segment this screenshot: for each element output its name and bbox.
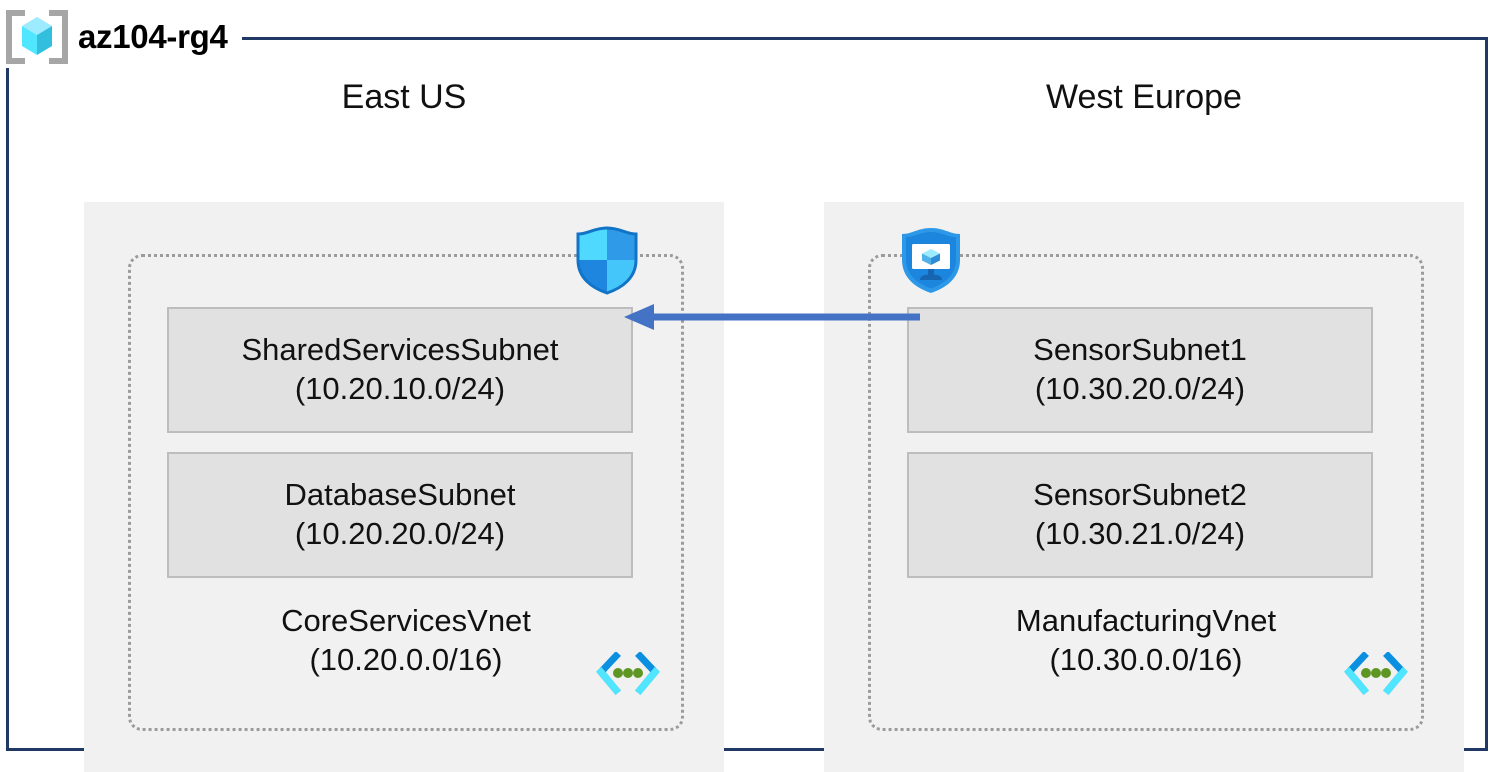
region-west-europe: West Europe SensorSubnet1 (10.30.20.0/24… — [824, 78, 1464, 772]
subnet-sensorsubnet1[interactable]: SensorSubnet1 (10.30.20.0/24) — [907, 307, 1373, 433]
region-label: West Europe — [1046, 78, 1242, 116]
vnet-cidr: (10.20.0.0/16) — [309, 641, 503, 677]
application-security-group-shield-icon — [902, 228, 960, 293]
subnet-cidr: (10.20.20.0/24) — [294, 516, 506, 551]
region-east-us: East US SharedServicesSubnet (10.20.10.0… — [84, 78, 724, 772]
network-security-group-shield-icon — [576, 226, 638, 295]
vnet-caption: ManufacturingVnet (10.30.0.0/16) — [871, 602, 1421, 680]
left-arrow-connector — [624, 304, 920, 330]
subnet-databasesubnet[interactable]: DatabaseSubnet (10.20.20.0/24) — [167, 452, 633, 578]
subnet-sensorsubnet2[interactable]: SensorSubnet2 (10.30.21.0/24) — [907, 452, 1373, 578]
vnet-peering-icon — [1344, 652, 1408, 695]
bracket-right-decoration — [49, 10, 68, 64]
subnet-cidr: (10.30.20.0/24) — [1034, 371, 1246, 406]
resource-group-frame — [6, 37, 1488, 751]
subnet-name: SharedServicesSubnet — [241, 332, 559, 368]
subnet-sharedservicessubnet[interactable]: SharedServicesSubnet (10.20.10.0/24) — [167, 307, 633, 433]
vnet-peering-icon — [596, 652, 660, 695]
page-title: az104-rg4 — [78, 18, 228, 55]
subnet-name: DatabaseSubnet — [284, 477, 516, 513]
resource-group-cube-icon — [6, 8, 68, 66]
vnet-manufacturingvnet[interactable]: SensorSubnet1 (10.30.20.0/24) SensorSubn… — [868, 254, 1424, 731]
subnet-name: SensorSubnet2 — [1033, 477, 1247, 513]
subnet-cidr: (10.20.10.0/24) — [294, 371, 506, 406]
vnet-coreservicesvnet[interactable]: SharedServicesSubnet (10.20.10.0/24) Dat… — [128, 254, 684, 731]
vnet-cidr: (10.30.0.0/16) — [1049, 641, 1243, 677]
bracket-left-decoration — [6, 10, 25, 64]
resource-group-header: az104-rg4 — [6, 6, 242, 68]
vnet-caption: CoreServicesVnet (10.20.0.0/16) — [131, 602, 681, 680]
region-label: East US — [341, 78, 467, 116]
subnet-name: SensorSubnet1 — [1033, 332, 1247, 368]
vnet-name: ManufacturingVnet — [1015, 603, 1277, 638]
subnet-cidr: (10.30.21.0/24) — [1034, 516, 1246, 551]
vnet-name: CoreServicesVnet — [281, 603, 531, 638]
cube-glyph — [22, 17, 52, 55]
